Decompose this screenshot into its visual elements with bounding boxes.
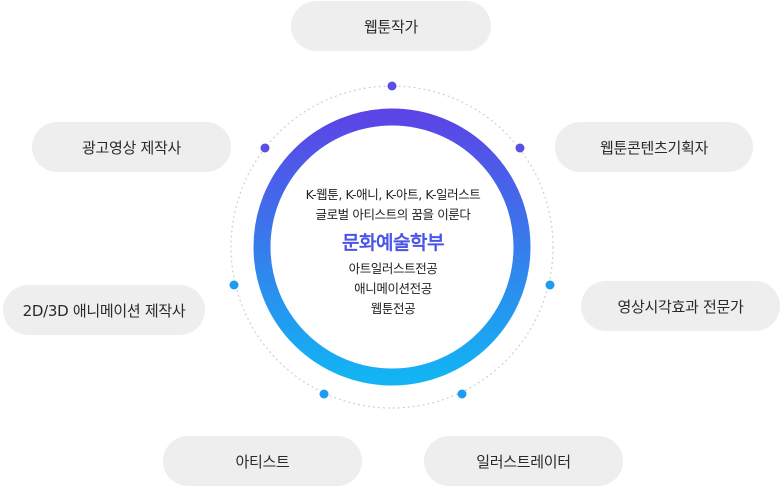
center-slogan: 글로벌 아티스트의 꿈을 이룬다: [315, 207, 471, 222]
orbit-dot-left: [229, 280, 239, 290]
orbit-dot-top: [387, 81, 397, 91]
center-tagline: K-웹툰, K-애니, K-아트, K-일러스트: [305, 187, 481, 202]
orbit-dot-right: [545, 280, 555, 290]
orbit-dot-top-left: [260, 143, 270, 153]
career-pill-webtoon-artist: 웹툰작가: [291, 1, 491, 51]
career-pill-animation-studio: 2D/3D 애니메이션 제작사: [3, 285, 205, 335]
career-pill-artist: 아티스트: [163, 436, 362, 486]
gradient-ring: [253, 108, 531, 386]
orbit-dot-top-right: [515, 143, 525, 153]
career-pill-ad-video-studio: 광고영상 제작사: [32, 122, 231, 172]
major-item: 애니메이션전공: [354, 281, 432, 296]
major-item: 웹툰전공: [370, 301, 416, 316]
department-title: 문화예술학부: [342, 232, 444, 254]
career-pill-webtoon-planner: 웹툰콘텐츠기획자: [555, 122, 753, 172]
major-item: 아트일러스트전공: [348, 261, 438, 276]
center-content: K-웹툰, K-애니, K-아트, K-일러스트 글로벌 아티스트의 꿈을 이룬…: [265, 185, 521, 319]
dotted-orbit: [230, 85, 554, 409]
orbit-dot-bottom-left: [319, 389, 329, 399]
career-pill-illustrator: 일러스트레이터: [424, 436, 623, 486]
orbit-dot-bottom-right: [457, 389, 467, 399]
career-pill-vfx-expert: 영상시각효과 전문가: [581, 281, 780, 331]
